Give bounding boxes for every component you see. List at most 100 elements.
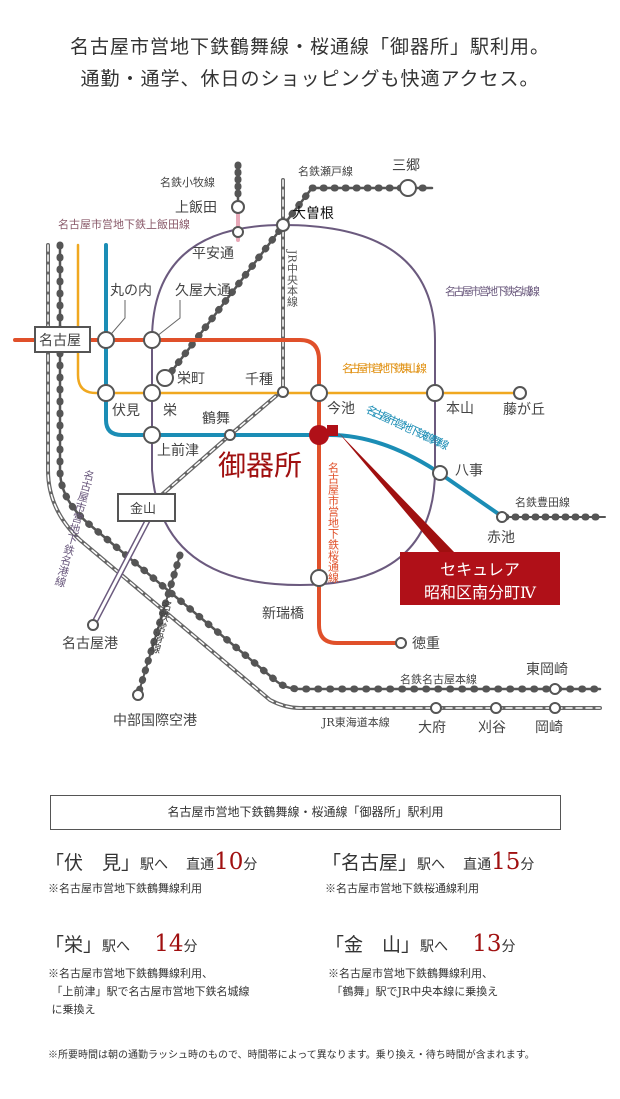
- label-line-meitetsu-komaki: 名鉄小牧線: [160, 175, 215, 189]
- access-sakae: 「栄」駅へ 14分: [45, 930, 197, 957]
- access-kanayama: 「金 山」駅へ 13分: [325, 930, 515, 957]
- prefix: 直通: [463, 857, 492, 873]
- headline-line-2: 通勤・通学、休日のショッピングも快適アクセス。: [80, 68, 540, 90]
- label-tokushige: 徳重: [412, 636, 440, 652]
- label-line-meitetsu-seto: 名鉄瀬戸線: [298, 164, 353, 178]
- access-nagoya: 「名古屋」駅へ 直通15分: [322, 848, 534, 875]
- label-hisaya: 久屋大通: [175, 283, 231, 299]
- label-imaike: 今池: [327, 401, 355, 417]
- label-heiando: 平安通: [192, 246, 234, 262]
- unit: 分: [501, 939, 516, 955]
- unit: 分: [183, 939, 198, 955]
- access-kanayama-note: ※名古屋市営地下鉄鶴舞線利用、 「鶴舞」駅でJR中央本線に乗換え: [328, 967, 499, 998]
- label-motoyama: 本山: [446, 401, 474, 417]
- access-sakae-note: ※名古屋市営地下鉄鶴舞線利用、 「上前津」駅で名古屋市営地下鉄名城線 に乗換え: [48, 967, 250, 1016]
- access-fushimi: 「伏 見」駅へ 直通10分: [45, 848, 257, 875]
- minutes: 15: [491, 849, 521, 875]
- station-name: 「名古屋」: [322, 852, 418, 874]
- label-line-meitetsu-main: 名鉄名古屋本線: [400, 672, 477, 686]
- station-centrair: [132, 689, 144, 701]
- property-name-line-2: 昭和区南分町Ⅳ: [424, 583, 537, 602]
- footnote: ※所要時間は朝の通勤ラッシュ時のもので、時間帯によって異なります。乗り換え・待ち…: [48, 1050, 535, 1061]
- station-kamiiida: [231, 200, 245, 214]
- label-line-meitetsu-toyota: 名鉄豊田線: [515, 495, 570, 509]
- label-kamimaezu: 上前津: [157, 442, 199, 459]
- access-nagoya-note: ※名古屋市営地下鉄桜通線利用: [325, 882, 479, 895]
- suffix: 駅へ: [102, 939, 131, 955]
- leader-line-hisaya: [151, 300, 181, 341]
- leader-line-marunouchi: [105, 300, 126, 341]
- access-fushimi-note: ※名古屋市営地下鉄鶴舞線利用: [48, 882, 202, 895]
- label-fujigaoka: 藤が丘: [503, 402, 545, 418]
- property-name-line-1: セキュレア: [440, 560, 520, 579]
- label-sakae: 栄: [163, 403, 177, 419]
- label-fushimi: 伏見: [112, 403, 140, 419]
- label-line-tsurumai: 名古屋市営地下鉄鶴舞線: [364, 402, 451, 453]
- station-kamimaezu: [143, 426, 161, 444]
- station-chikusa: [277, 386, 289, 398]
- station-nagoyako: [87, 619, 99, 631]
- route-map: 三郷 大曽根 上飯田 平安通 丸の内 久屋大通 名古屋 栄町 千種 今池 本山 …: [13, 158, 609, 736]
- headline-line-1: 名古屋市営地下鉄鶴舞線・桜通線「御器所」駅利用。: [69, 36, 550, 58]
- station-obu: [430, 702, 442, 714]
- label-line-jr-tokaido: JR東海道本線: [321, 715, 390, 729]
- sakuradori-line: [13, 338, 402, 645]
- station-sakae: [143, 384, 161, 402]
- station-okazaki: [549, 702, 561, 714]
- station-tsurumai: [224, 429, 236, 441]
- label-obu: 大府: [418, 720, 446, 736]
- station-sango: [399, 179, 417, 197]
- prefix: 直通: [186, 857, 215, 873]
- meijo-line: [151, 223, 436, 587]
- unit: 分: [520, 857, 535, 873]
- label-marunouchi: 丸の内: [110, 283, 152, 299]
- label-line-kamiiida: 名古屋市営地下鉄上飯田線: [58, 217, 190, 231]
- suffix: 駅へ: [417, 857, 446, 873]
- label-line-meijo: 名古屋市営地下鉄名城線: [445, 284, 540, 298]
- label-akaike: 赤池: [487, 530, 515, 546]
- station-marunouchi: [97, 331, 115, 349]
- label-sango: 三郷: [392, 158, 420, 174]
- label-chikusa: 千種: [245, 372, 273, 388]
- label-kamiiida: 上飯田: [175, 199, 217, 216]
- station-name: 「金 山」: [325, 934, 421, 956]
- station-aratamabashi: [310, 569, 328, 587]
- station-imaike: [310, 384, 328, 402]
- minutes: 13: [472, 931, 502, 957]
- station-kariya: [490, 702, 502, 714]
- suffix: 駅へ: [140, 857, 169, 873]
- station-gokiso: [309, 425, 329, 445]
- station-motoyama: [426, 384, 444, 402]
- property-label-box: [400, 552, 560, 605]
- label-kariya: 刈谷: [478, 720, 506, 736]
- station-hisaya: [143, 331, 161, 349]
- label-line-higashiyama: 名古屋市営地下鉄東山線: [342, 361, 427, 375]
- station-name: 「栄」: [45, 934, 103, 956]
- label-yagoto: 八事: [455, 463, 483, 479]
- station-box-nagoya: [34, 326, 91, 353]
- label-kanayama: 金山: [130, 501, 156, 517]
- label-sakaemachi: 栄町: [177, 371, 205, 387]
- label-okazaki: 岡崎: [535, 720, 563, 736]
- station-akaike: [496, 511, 508, 523]
- label-line-jr-chuo: JR中央本線: [286, 249, 299, 307]
- station-fujigaoka: [513, 386, 527, 400]
- label-line-sakuradori: 名古屋市営地下鉄桜通線: [327, 461, 340, 583]
- station-box-kanayama: [117, 493, 176, 522]
- minutes: 14: [154, 931, 184, 957]
- access-title-box: 名古屋市営地下鉄鶴舞線・桜通線「御器所」駅利用: [50, 795, 561, 830]
- label-nagoyako: 名古屋港: [62, 636, 118, 652]
- suffix: 駅へ: [420, 939, 449, 955]
- station-name: 「伏 見」: [45, 852, 141, 874]
- label-gokiso: 御器所: [218, 449, 302, 482]
- station-sakaemachi: [156, 369, 174, 387]
- label-higashiokazaki: 東岡崎: [526, 662, 568, 678]
- unit: 分: [243, 857, 258, 873]
- station-higashiokazaki: [549, 683, 561, 695]
- label-ozone: 大曽根: [292, 206, 334, 222]
- callout-pointer: [338, 432, 455, 553]
- label-nagoya: 名古屋: [39, 333, 81, 349]
- label-aratamabashi: 新瑞橋: [262, 606, 304, 622]
- label-centrair: 中部国際空港: [113, 713, 197, 729]
- station-tokushige: [395, 637, 407, 649]
